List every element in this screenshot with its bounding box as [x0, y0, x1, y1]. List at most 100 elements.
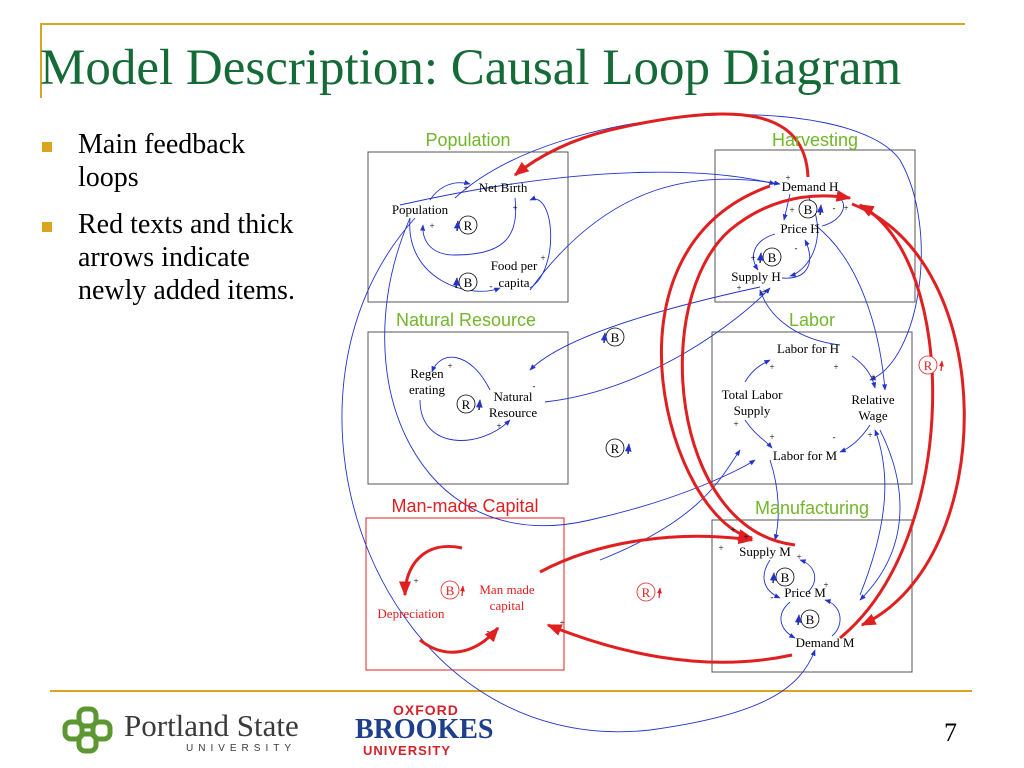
bottom-rule: [50, 690, 972, 692]
link-curve: [814, 224, 888, 391]
link-curve: [859, 429, 901, 601]
loop-marker-middle-r: R: [636, 582, 656, 602]
loop-direction-icon: [453, 220, 461, 232]
svg-text:B: B: [806, 612, 815, 627]
link-curve: [341, 217, 816, 733]
top-rule: [40, 23, 965, 25]
labor-frame: [711, 331, 913, 485]
loop-direction-icon: [657, 587, 662, 599]
polarity-sign: +: [463, 183, 468, 193]
loop-marker-population-b: B: [458, 272, 478, 292]
var-man-made: Man made: [479, 582, 534, 597]
var-population: Population: [392, 202, 449, 217]
loop-marker-manuf-b2: B: [800, 609, 820, 629]
loop-direction-icons: [452, 204, 944, 626]
loop-arrow: [781, 239, 811, 279]
loop-marker-labor-r: R: [918, 355, 938, 375]
section-label-natural-resource: Natural Resource: [396, 310, 536, 330]
link-curve: [769, 459, 779, 541]
bullet-text: Main feedback loops: [78, 129, 246, 194]
polarity-sign: +: [789, 205, 794, 215]
brookes-line-1: OXFORD: [393, 702, 459, 718]
polarity-sign: +: [833, 362, 838, 372]
polarity-sign: +: [867, 430, 872, 440]
red-links: [399, 112, 966, 664]
polarity-sign: +: [796, 552, 801, 562]
polarity-sign: +: [750, 253, 755, 263]
link-curve: [759, 289, 841, 346]
slide-title: Model Description: Causal Loop Diagram: [40, 40, 902, 96]
added-link: [546, 623, 793, 664]
added-link: [839, 203, 935, 640]
loop-arrow: [409, 217, 501, 293]
loop-marker-center-b: B: [605, 327, 625, 347]
polarity-sign: -: [490, 281, 493, 291]
page-number: 7: [944, 718, 957, 747]
polarity-sign: +: [718, 543, 723, 553]
polarity-sign: +: [559, 618, 564, 628]
loop-marker-harvest-b1: B: [798, 199, 818, 219]
link-curve: [384, 217, 756, 527]
section-label-population: Population: [425, 130, 510, 150]
bullet-item: Main feedback loops: [38, 128, 308, 194]
loop-arrow: [744, 419, 773, 449]
section-label-man-made-capital: Man-made Capital: [391, 496, 538, 516]
svg-text:R: R: [611, 441, 620, 456]
polarity-sign: +: [512, 203, 517, 213]
bullet-marker-icon: [42, 142, 52, 152]
polarity-sign: -: [833, 203, 836, 213]
loop-arrow: [529, 195, 552, 289]
polarity-sign: -: [795, 243, 798, 253]
brookes-line-3: UNIVERSITY: [363, 743, 452, 758]
polarity-sign: -: [533, 381, 536, 391]
svg-text:B: B: [768, 250, 777, 265]
loop-arrow: [420, 197, 517, 256]
svg-text:B: B: [781, 570, 790, 585]
var-wage: Wage: [858, 408, 887, 423]
svg-text:R: R: [462, 397, 471, 412]
section-label-labor: Labor: [789, 310, 835, 330]
loop-arrow: [431, 356, 491, 391]
polarity-sign: +: [870, 372, 875, 382]
link-curve: [529, 286, 761, 371]
loop-arrow: [824, 599, 841, 637]
added-variables: Depreciation Man made capital: [377, 582, 534, 621]
loop-direction-icon: [460, 585, 465, 597]
population-frame: [367, 151, 569, 303]
link-curve: [859, 429, 886, 596]
natural-resource-frame: [367, 331, 569, 485]
variables: Net Birth Population Food per capita Dem…: [392, 179, 895, 650]
loop-arrow: [839, 424, 871, 453]
loop-direction-icon: [624, 443, 632, 455]
bullet-text: Red texts and thick arrows indicate newl…: [78, 209, 295, 307]
bullet-marker-icon: [42, 222, 52, 233]
loop-direction-icon: [939, 360, 944, 372]
loop-marker-manuf-b1: B: [775, 567, 795, 587]
var-price-m: Price M: [784, 585, 826, 600]
blue-links: [341, 114, 922, 733]
var-capital: capital: [490, 598, 525, 613]
polarity-sign: +: [769, 362, 774, 372]
link-curve: [454, 114, 922, 381]
loop-direction-icon: [452, 277, 460, 289]
man-made-capital-frame: [365, 517, 565, 671]
loop-direction-icon: [756, 252, 764, 264]
polarity-sign: -: [771, 592, 774, 602]
harvesting-frame: [714, 149, 916, 303]
var-supply: Supply: [734, 403, 771, 418]
var-demand-m: Demand M: [796, 635, 855, 650]
polarity-sign: +: [447, 361, 452, 371]
loop-arrow: [419, 399, 511, 441]
svg-text:B: B: [446, 583, 455, 598]
var-supply-m: Supply M: [739, 544, 791, 559]
loop-direction-icon: [600, 332, 608, 344]
var-demand-h: Demand H: [782, 179, 839, 194]
var-labor-for-m: Labor for M: [773, 448, 838, 463]
var-natural: Natural: [494, 389, 533, 404]
var-food-per: Food per: [491, 258, 538, 273]
loop-marker-resource-r: R: [456, 394, 476, 414]
polarity-sign: -: [833, 432, 836, 442]
polarity-sign: +: [540, 253, 545, 263]
var-regen: Regen: [410, 366, 444, 381]
